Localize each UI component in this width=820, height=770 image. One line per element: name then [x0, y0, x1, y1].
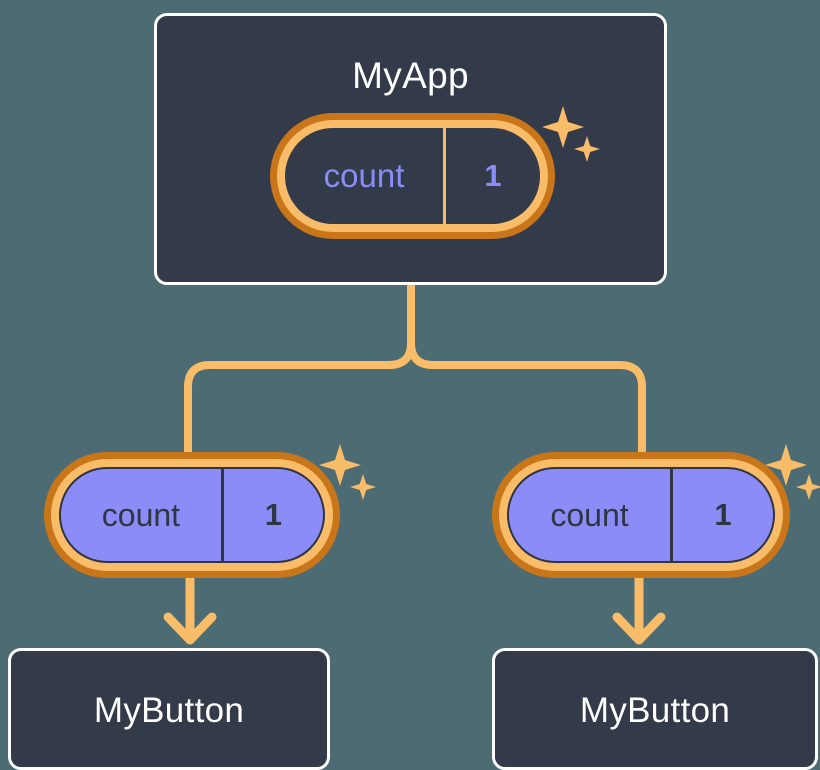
- state-pill-ring: count 1: [499, 459, 783, 571]
- state-key: count: [323, 157, 405, 194]
- state-key: count: [550, 496, 629, 533]
- state-pill-ring: count 1: [277, 120, 548, 232]
- component-node-mybutton-left[interactable]: MyButton: [8, 648, 330, 770]
- state-value: 1: [220, 469, 323, 561]
- state-value: 1: [670, 469, 773, 561]
- state-pill-body: count 1: [507, 467, 775, 563]
- state-pill-body: count 1: [59, 467, 325, 563]
- tree-branch-line: [407, 281, 646, 456]
- state-pill-myapp[interactable]: count 1: [270, 113, 555, 239]
- component-label-myapp: MyApp: [352, 55, 469, 96]
- component-label-mybutton: MyButton: [579, 691, 731, 730]
- state-pill-body: count 1: [285, 128, 540, 224]
- down-arrow-head: [163, 612, 217, 645]
- state-value: 1: [443, 128, 540, 224]
- state-pill-left[interactable]: count 1: [44, 452, 340, 578]
- down-arrow-head: [612, 612, 666, 645]
- component-label-mybutton: MyButton: [93, 691, 245, 730]
- state-pill-ring: count 1: [51, 459, 333, 571]
- tree-branch-line: [184, 281, 415, 456]
- state-pill-right[interactable]: count 1: [492, 452, 790, 578]
- component-node-mybutton-right[interactable]: MyButton: [492, 648, 818, 770]
- state-key: count: [101, 496, 181, 533]
